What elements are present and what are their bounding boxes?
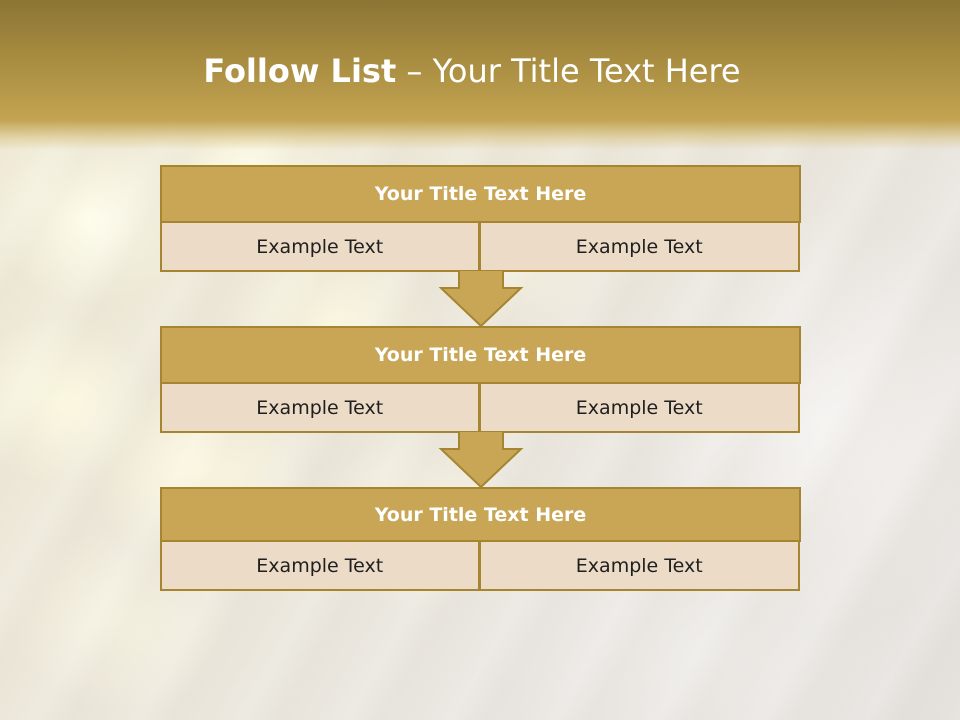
block-cell-right: Example Text bbox=[478, 384, 800, 433]
block-cell-left: Example Text bbox=[160, 223, 480, 272]
block-row: Example Text Example Text bbox=[160, 384, 800, 433]
block-cell-right: Example Text bbox=[478, 223, 800, 272]
block-cell-left: Example Text bbox=[160, 384, 480, 433]
block-cell-right: Example Text bbox=[478, 542, 800, 591]
header-band bbox=[0, 0, 960, 150]
block-title: Your Title Text Here bbox=[160, 165, 801, 223]
block-row: Example Text Example Text bbox=[160, 542, 800, 591]
list-block-2: Your Title Text Here Example Text Exampl… bbox=[160, 326, 801, 433]
block-title: Your Title Text Here bbox=[160, 326, 801, 384]
block-row: Example Text Example Text bbox=[160, 223, 800, 272]
down-arrow-icon bbox=[438, 270, 524, 328]
block-title: Your Title Text Here bbox=[160, 487, 801, 542]
list-block-1: Your Title Text Here Example Text Exampl… bbox=[160, 165, 801, 272]
list-block-3: Your Title Text Here Example Text Exampl… bbox=[160, 487, 801, 591]
slide-title-rest: – Your Title Text Here bbox=[396, 52, 741, 90]
down-arrow-icon bbox=[438, 431, 524, 489]
slide-title: Follow List – Your Title Text Here bbox=[0, 52, 944, 90]
block-cell-left: Example Text bbox=[160, 542, 480, 591]
slide-title-bold: Follow List bbox=[203, 52, 397, 90]
